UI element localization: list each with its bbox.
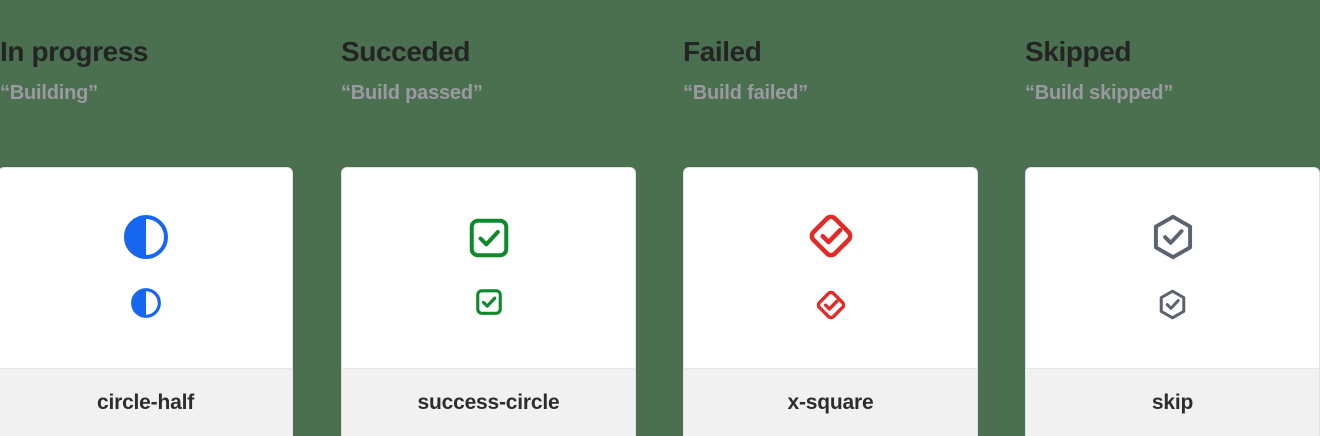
circle-half-icon: [122, 213, 170, 261]
icon-card-body: [0, 168, 292, 368]
icon-card-body: [1026, 168, 1319, 368]
icon-name-label: skip: [1151, 390, 1194, 414]
status-subtitle: “Build failed”: [683, 82, 808, 105]
status-subtitle: “Building”: [0, 82, 98, 105]
icon-card-footer: circle-half: [0, 368, 292, 436]
status-header-succeded: Succeded “Build passed”: [341, 0, 681, 105]
icon-card-circle-half[interactable]: circle-half: [0, 167, 293, 436]
status-title: In progress: [0, 36, 149, 67]
success-circle-icon: [466, 215, 512, 261]
icon-name-label: circle-half: [96, 390, 194, 414]
icon-card-footer: success-circle: [342, 368, 635, 436]
icon-card-body: [342, 168, 635, 368]
circle-half-icon: [130, 287, 162, 319]
status-header-failed: Failed “Build failed”: [683, 0, 1023, 105]
icon-name-label: x-square: [787, 390, 874, 414]
skip-icon: [1156, 288, 1189, 321]
status-subtitle: “Build passed”: [341, 82, 483, 105]
status-title: Succeded: [341, 36, 471, 67]
success-circle-icon: [474, 287, 504, 317]
status-title: Failed: [683, 36, 762, 67]
status-header-in-progress: In progress “Building”: [0, 0, 340, 105]
status-title: Skipped: [1025, 36, 1132, 67]
status-header-skipped: Skipped “Build skipped”: [1025, 0, 1320, 105]
icon-card-footer: skip: [1026, 368, 1319, 436]
status-headers-row: In progress “Building” Succeded “Build p…: [0, 0, 1320, 167]
x-square-icon: [805, 210, 857, 262]
icon-card-footer: x-square: [684, 368, 977, 436]
status-subtitle: “Build skipped”: [1025, 82, 1174, 105]
skip-icon: [1148, 212, 1198, 262]
icon-cards-row: circle-half s: [0, 167, 1320, 436]
icon-card-x-square[interactable]: x-square: [683, 167, 978, 436]
icon-card-skip[interactable]: skip: [1025, 167, 1320, 436]
icon-card-body: [684, 168, 977, 368]
icon-name-label: success-circle: [417, 390, 560, 414]
icon-card-success-circle[interactable]: success-circle: [341, 167, 636, 436]
x-square-icon: [814, 288, 848, 322]
